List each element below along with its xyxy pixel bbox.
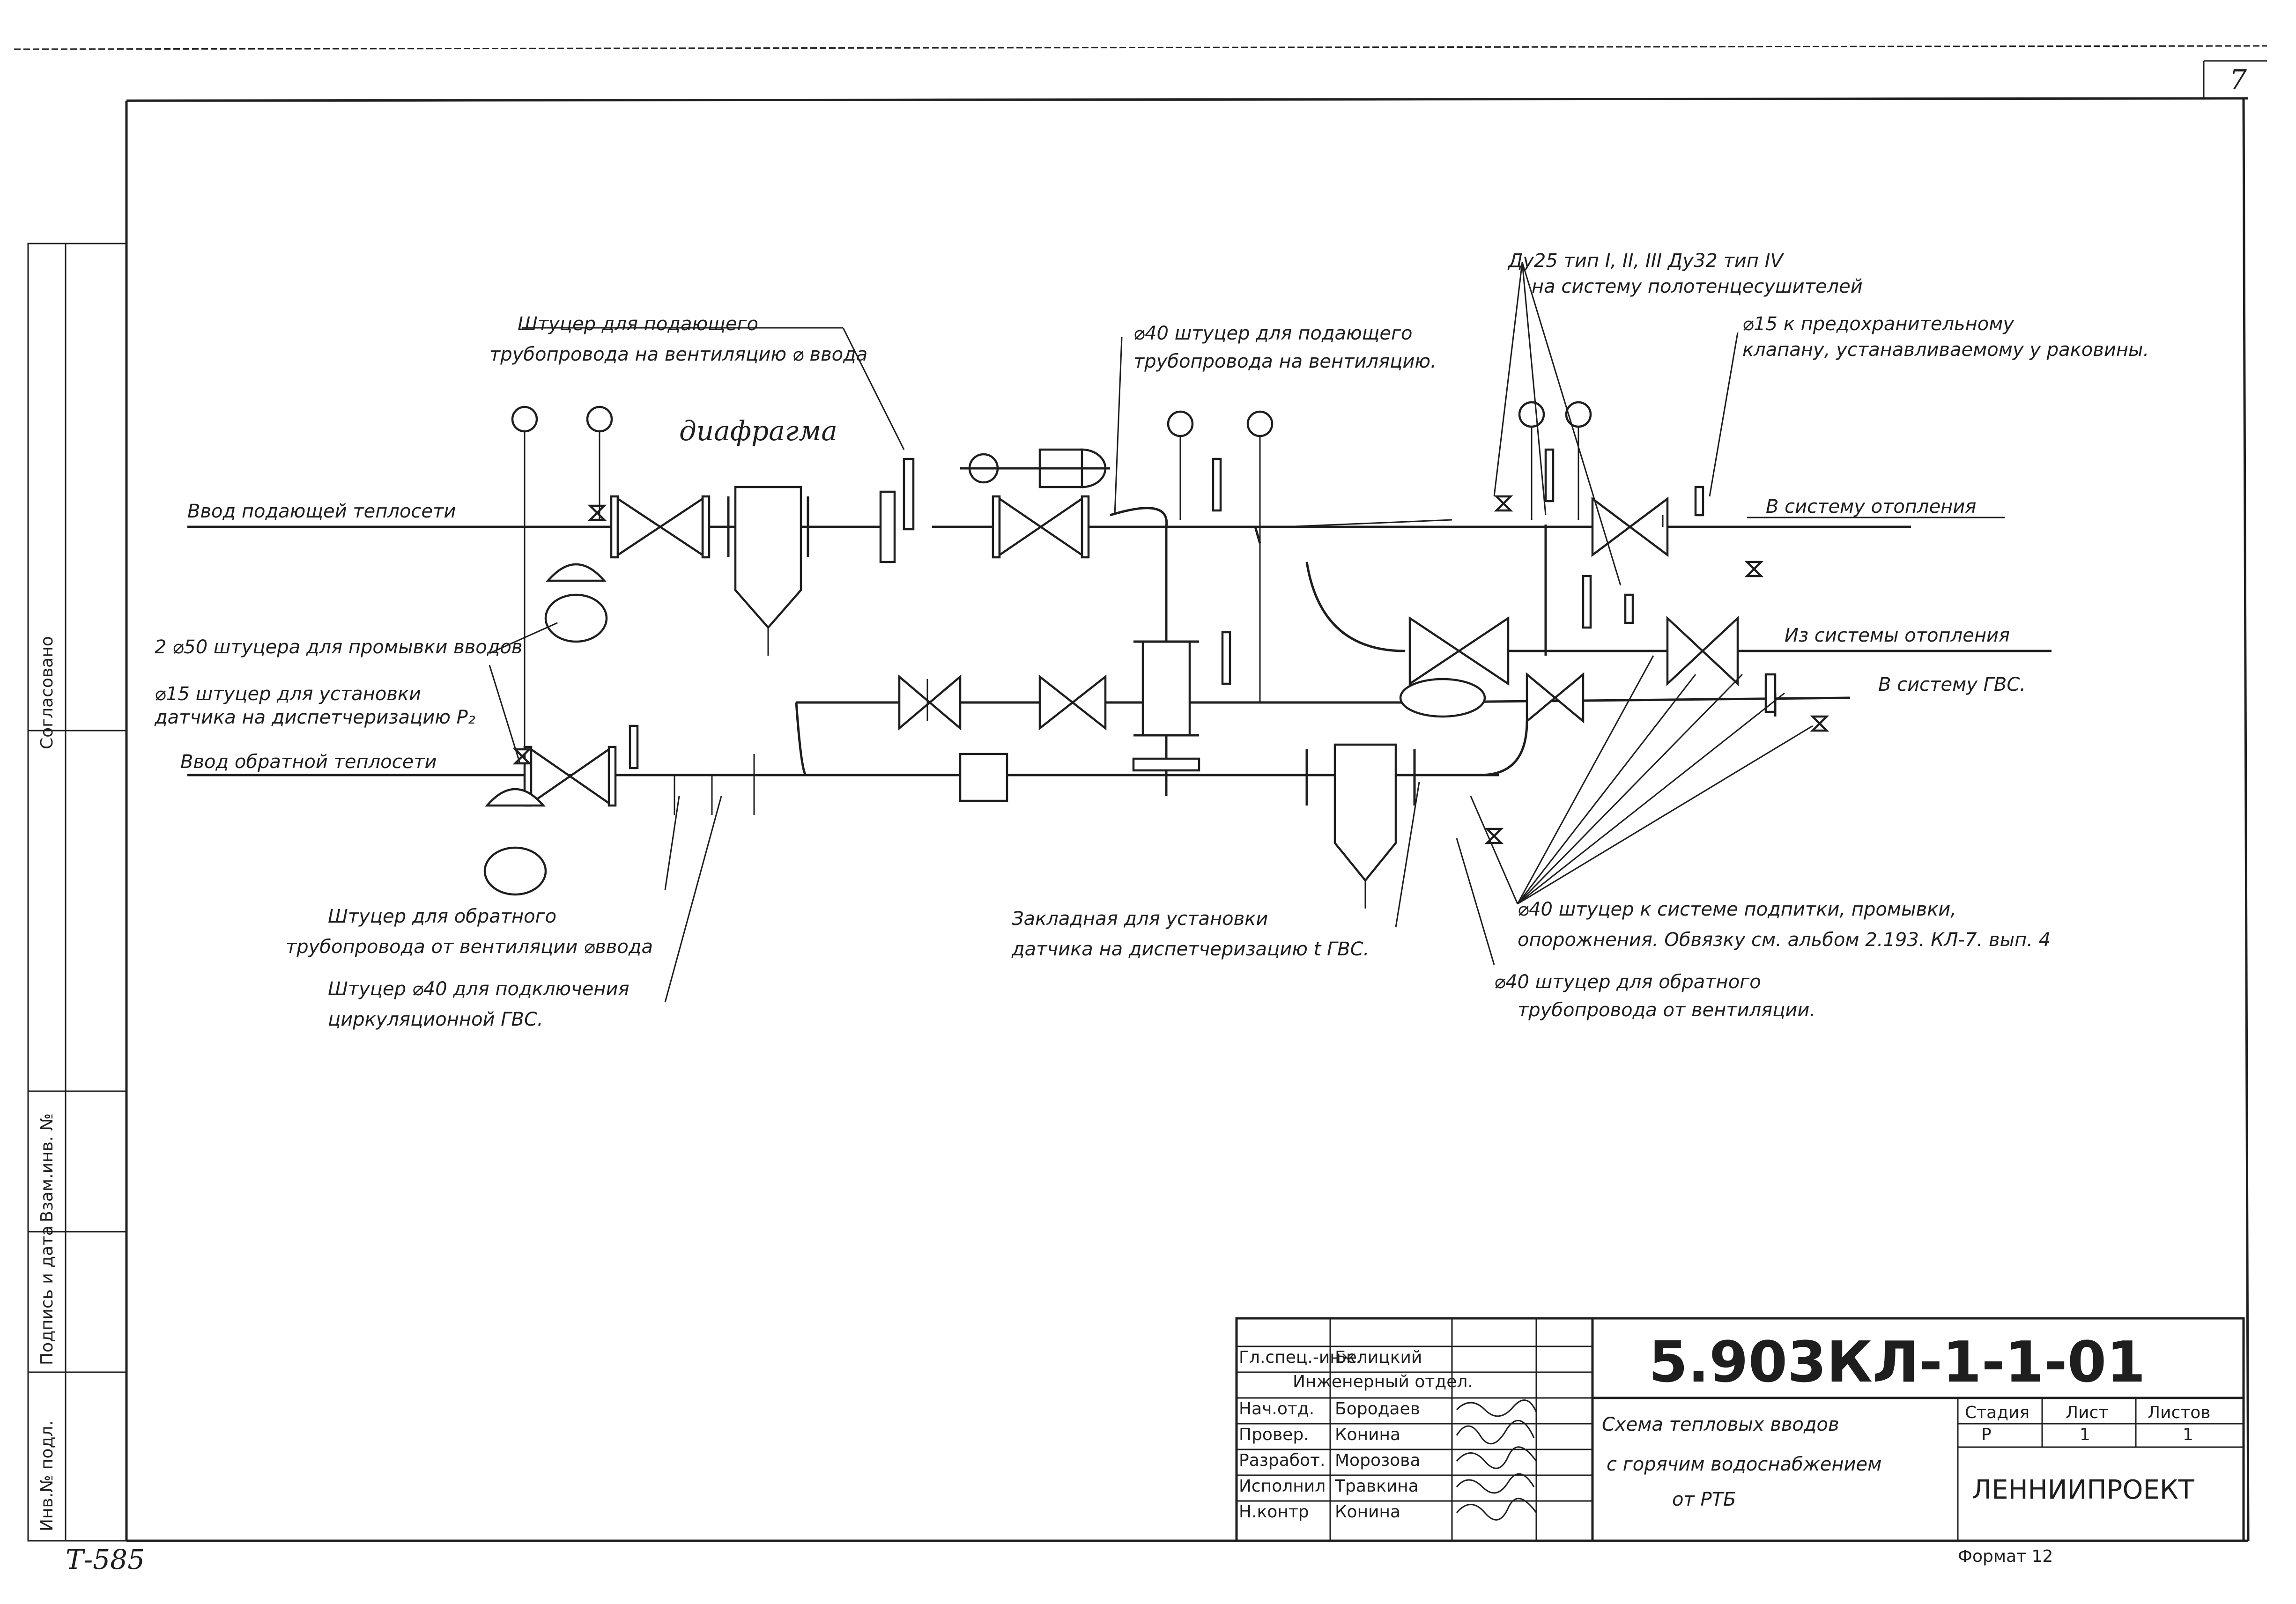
pressure-gauges xyxy=(511,401,1592,749)
stage-label: Стадия xyxy=(1965,1403,2029,1422)
side-stamp xyxy=(27,243,127,1542)
flush-fittings xyxy=(483,563,608,896)
organization: ЛЕННИИПРОЕКТ xyxy=(1972,1475,2195,1505)
return-fittings xyxy=(674,486,1777,815)
side-stamp-sign-date: Подпись и дата xyxy=(37,1226,57,1365)
role-2: Провер. xyxy=(1239,1425,1309,1444)
label-safety-valve-line1: ⌀15 к предохранительному xyxy=(1742,313,2015,335)
label-return-vent-line2: трубопровода от вентиляции ⌀ввода xyxy=(286,936,653,958)
name-0: Белицкий xyxy=(1335,1348,1422,1367)
name-5: Конина xyxy=(1335,1502,1400,1522)
label-d40-supply-vent-line1: ⌀40 штуцер для подающего xyxy=(1133,323,1412,344)
role-1: Нач.отд. xyxy=(1239,1399,1314,1419)
label-sensor-p2-line2: датчика на диспетчеризацию P₂ xyxy=(154,707,475,728)
doc-code: 5.903КЛ-1-1-01 xyxy=(1649,1330,2146,1395)
label-vent-supply-line2: трубопровода на вентиляцию ⌀ ввода xyxy=(489,344,867,365)
label-d40-circ-line1: Штуцер ⌀40 для подключения xyxy=(328,978,630,1000)
name-2: Конина xyxy=(1335,1425,1400,1444)
label-embedded-line1: Закладная для установки xyxy=(1012,908,1268,930)
label-d40-return-vent-line2: трубопровода от вентиляции. xyxy=(1518,999,1815,1021)
department: Инженерный отдел. xyxy=(1293,1372,1473,1391)
name-3: Морозова xyxy=(1335,1451,1420,1470)
sheets-label: Листов xyxy=(2148,1403,2210,1422)
label-diaphragm: диафрагма xyxy=(679,415,837,447)
label-from-heating: Из системы отопления xyxy=(1785,625,2010,646)
side-stamp-inv-orig: Инв.№ подл. xyxy=(37,1420,57,1531)
drawing-title-line2: с горячим водоснабжением xyxy=(1607,1454,1881,1475)
name-4: Травкина xyxy=(1334,1477,1419,1496)
role-0: Гл.спец.-инж. xyxy=(1239,1348,1362,1367)
page-number: 7 xyxy=(2229,64,2247,96)
label-d40-supply-vent-line2: трубопровода на вентиляцию. xyxy=(1133,351,1437,372)
format-note: Формат 12 xyxy=(1958,1547,2053,1566)
label-embedded-line2: датчика на диспетчеризацию t ГВС. xyxy=(1011,939,1369,960)
instruments xyxy=(629,448,1634,772)
label-vent-supply-line1: Штуцер для подающего xyxy=(518,313,758,335)
drawing-title-line3: от РТБ xyxy=(1672,1489,1736,1510)
sheet-value: 1 xyxy=(2080,1425,2090,1444)
label-return-input: Ввод обратной теплосети xyxy=(180,751,437,773)
sheet-frame xyxy=(14,45,2267,1542)
sheet-label: Лист xyxy=(2066,1403,2108,1422)
label-d40-makeup-line1: ⌀40 штуцер к системе подпитки, промывки, xyxy=(1518,899,1956,920)
label-towel-dryers-line2: на систему полотенцесушителей xyxy=(1532,276,1863,297)
role-3: Разработ. xyxy=(1239,1451,1325,1470)
label-safety-valve-line2: клапану, устанавливаемому у раковины. xyxy=(1742,339,2149,361)
label-towel-dryers-line1: Ду25 тип I, II, III Ду32 тип IV xyxy=(1507,250,1785,272)
role-4: Исполнил xyxy=(1239,1477,1326,1496)
drawing-title-line1: Схема тепловых вводов xyxy=(1602,1414,1839,1435)
title-block-grid xyxy=(1235,1317,2245,1542)
valves xyxy=(512,495,1829,844)
label-to-heating: В систему отопления xyxy=(1766,496,1976,517)
label-d40-return-vent-line1: ⌀40 штуцер для обратного xyxy=(1494,971,1761,993)
stage-value: Р xyxy=(1981,1425,1992,1444)
sheets-value: 1 xyxy=(2183,1425,2193,1444)
leader-lines xyxy=(489,262,1813,1003)
signatures xyxy=(1456,1399,1537,1521)
label-sensor-p2-line1: ⌀15 штуцер для установки xyxy=(155,683,421,705)
mud-traps xyxy=(727,486,1416,909)
label-return-vent-line1: Штуцер для обратного xyxy=(328,906,556,927)
name-1: Бородаев xyxy=(1335,1399,1420,1419)
side-stamp-agreed: Согласовано xyxy=(37,636,57,749)
side-stamp-repl-inv: Взам.инв. № xyxy=(37,1113,57,1222)
archive-code: Т-585 xyxy=(66,1544,145,1575)
label-d40-circ-line2: циркуляционной ГВС. xyxy=(328,1009,543,1030)
label-flush-fittings: 2 ⌀50 штуцера для промывки вводов xyxy=(155,636,522,658)
label-to-dhw: В систему ГВС. xyxy=(1878,674,2026,695)
label-d40-makeup-line2: опорожнения. Обвязку см. альбом 2.193. К… xyxy=(1518,929,2051,951)
label-supply-input: Ввод подающей теплосети xyxy=(187,501,456,522)
role-5: Н.контр xyxy=(1239,1502,1309,1522)
